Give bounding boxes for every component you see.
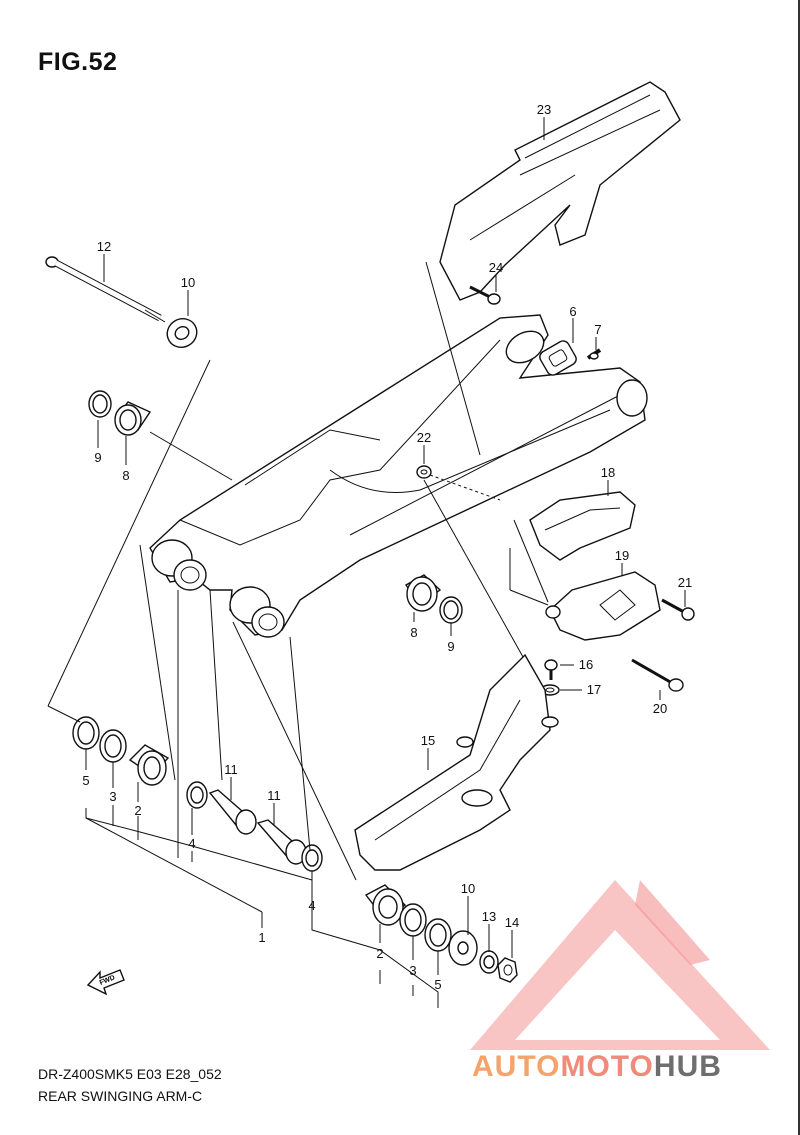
callout-6: 6	[569, 304, 576, 319]
needle-bearing-part	[364, 884, 407, 926]
callout-21: 21	[678, 575, 692, 590]
chain-guide-plate-part	[545, 571, 661, 641]
callout-11: 11	[267, 788, 281, 803]
callout-17: 17	[587, 682, 601, 697]
oil-seal-part	[99, 729, 127, 763]
dust-seal-part	[424, 918, 452, 952]
callout-10: 10	[181, 275, 195, 290]
chain-case-part	[439, 81, 681, 301]
callout-3: 3	[409, 963, 416, 978]
callout-7: 7	[594, 322, 601, 337]
figure-title: FIG.52	[38, 48, 118, 76]
case-bolt-part	[469, 285, 501, 305]
needle-bearing-part	[404, 574, 442, 612]
chain-guide-part	[529, 491, 636, 561]
guide-bolt-part	[661, 598, 695, 621]
callout-8: 8	[410, 625, 417, 640]
fwd-arrow-icon: FWD	[86, 969, 125, 996]
callout-16: 16	[579, 657, 593, 672]
callout-10: 10	[461, 881, 475, 896]
watermark-logo-icon	[470, 880, 770, 1050]
callout-13: 13	[482, 909, 496, 924]
needle-bearing-part	[114, 401, 152, 436]
swinging-arm-part	[149, 314, 648, 638]
watermark-part-auto: AUTO	[472, 1050, 561, 1083]
callout-1: 1	[258, 930, 265, 945]
nut-part	[416, 465, 432, 479]
pivot-bolt-part	[45, 256, 166, 323]
seal-part	[88, 390, 112, 418]
callout-23: 23	[537, 102, 551, 117]
spacer-sleeve-part	[256, 819, 307, 865]
spacer-sleeve-part	[208, 789, 257, 835]
washer-part	[166, 318, 198, 348]
callout-20: 20	[653, 701, 667, 716]
watermark-text: AUTOMOTOHUB	[472, 1050, 722, 1084]
callout-14: 14	[505, 915, 519, 930]
callout-24: 24	[489, 260, 503, 275]
small-bolt-part	[544, 659, 558, 680]
spacer-washer-part	[186, 781, 208, 809]
callout-22: 22	[417, 430, 431, 445]
spacer-washer-part	[301, 844, 323, 872]
callout-15: 15	[421, 733, 435, 748]
callout-8: 8	[122, 468, 129, 483]
dust-seal-part	[72, 716, 100, 750]
callout-2: 2	[134, 803, 141, 818]
page-border	[798, 0, 800, 1135]
adjuster-bolt-part	[586, 348, 602, 360]
chain-adjuster-part	[539, 340, 577, 376]
callout-12: 12	[97, 239, 111, 254]
callout-4: 4	[188, 836, 195, 851]
callout-3: 3	[109, 789, 116, 804]
washer-part	[448, 930, 478, 966]
callout-5: 5	[434, 977, 441, 992]
callout-4: 4	[308, 898, 315, 913]
callout-18: 18	[601, 465, 615, 480]
callout-9: 9	[94, 450, 101, 465]
callout-19: 19	[615, 548, 629, 563]
callout-9: 9	[447, 639, 454, 654]
callout-2: 2	[376, 946, 383, 961]
long-bolt-part	[631, 658, 684, 692]
watermark-part-hub: HUB	[653, 1050, 722, 1083]
callout-5: 5	[82, 773, 89, 788]
model-code: DR-Z400SMK5 E03 E28_052	[38, 1066, 222, 1082]
callout-11: 11	[224, 762, 238, 777]
oil-seal-part	[399, 903, 427, 937]
watermark-part-moto: MOTO	[560, 1050, 654, 1083]
needle-bearing-part	[128, 744, 170, 786]
leader-lines	[47, 117, 686, 1008]
seal-part	[439, 596, 463, 624]
chain-buffer-part	[354, 653, 559, 871]
washer-part	[479, 950, 499, 974]
figure-description: REAR SWINGING ARM-C	[38, 1088, 203, 1104]
nut-part	[497, 957, 518, 983]
